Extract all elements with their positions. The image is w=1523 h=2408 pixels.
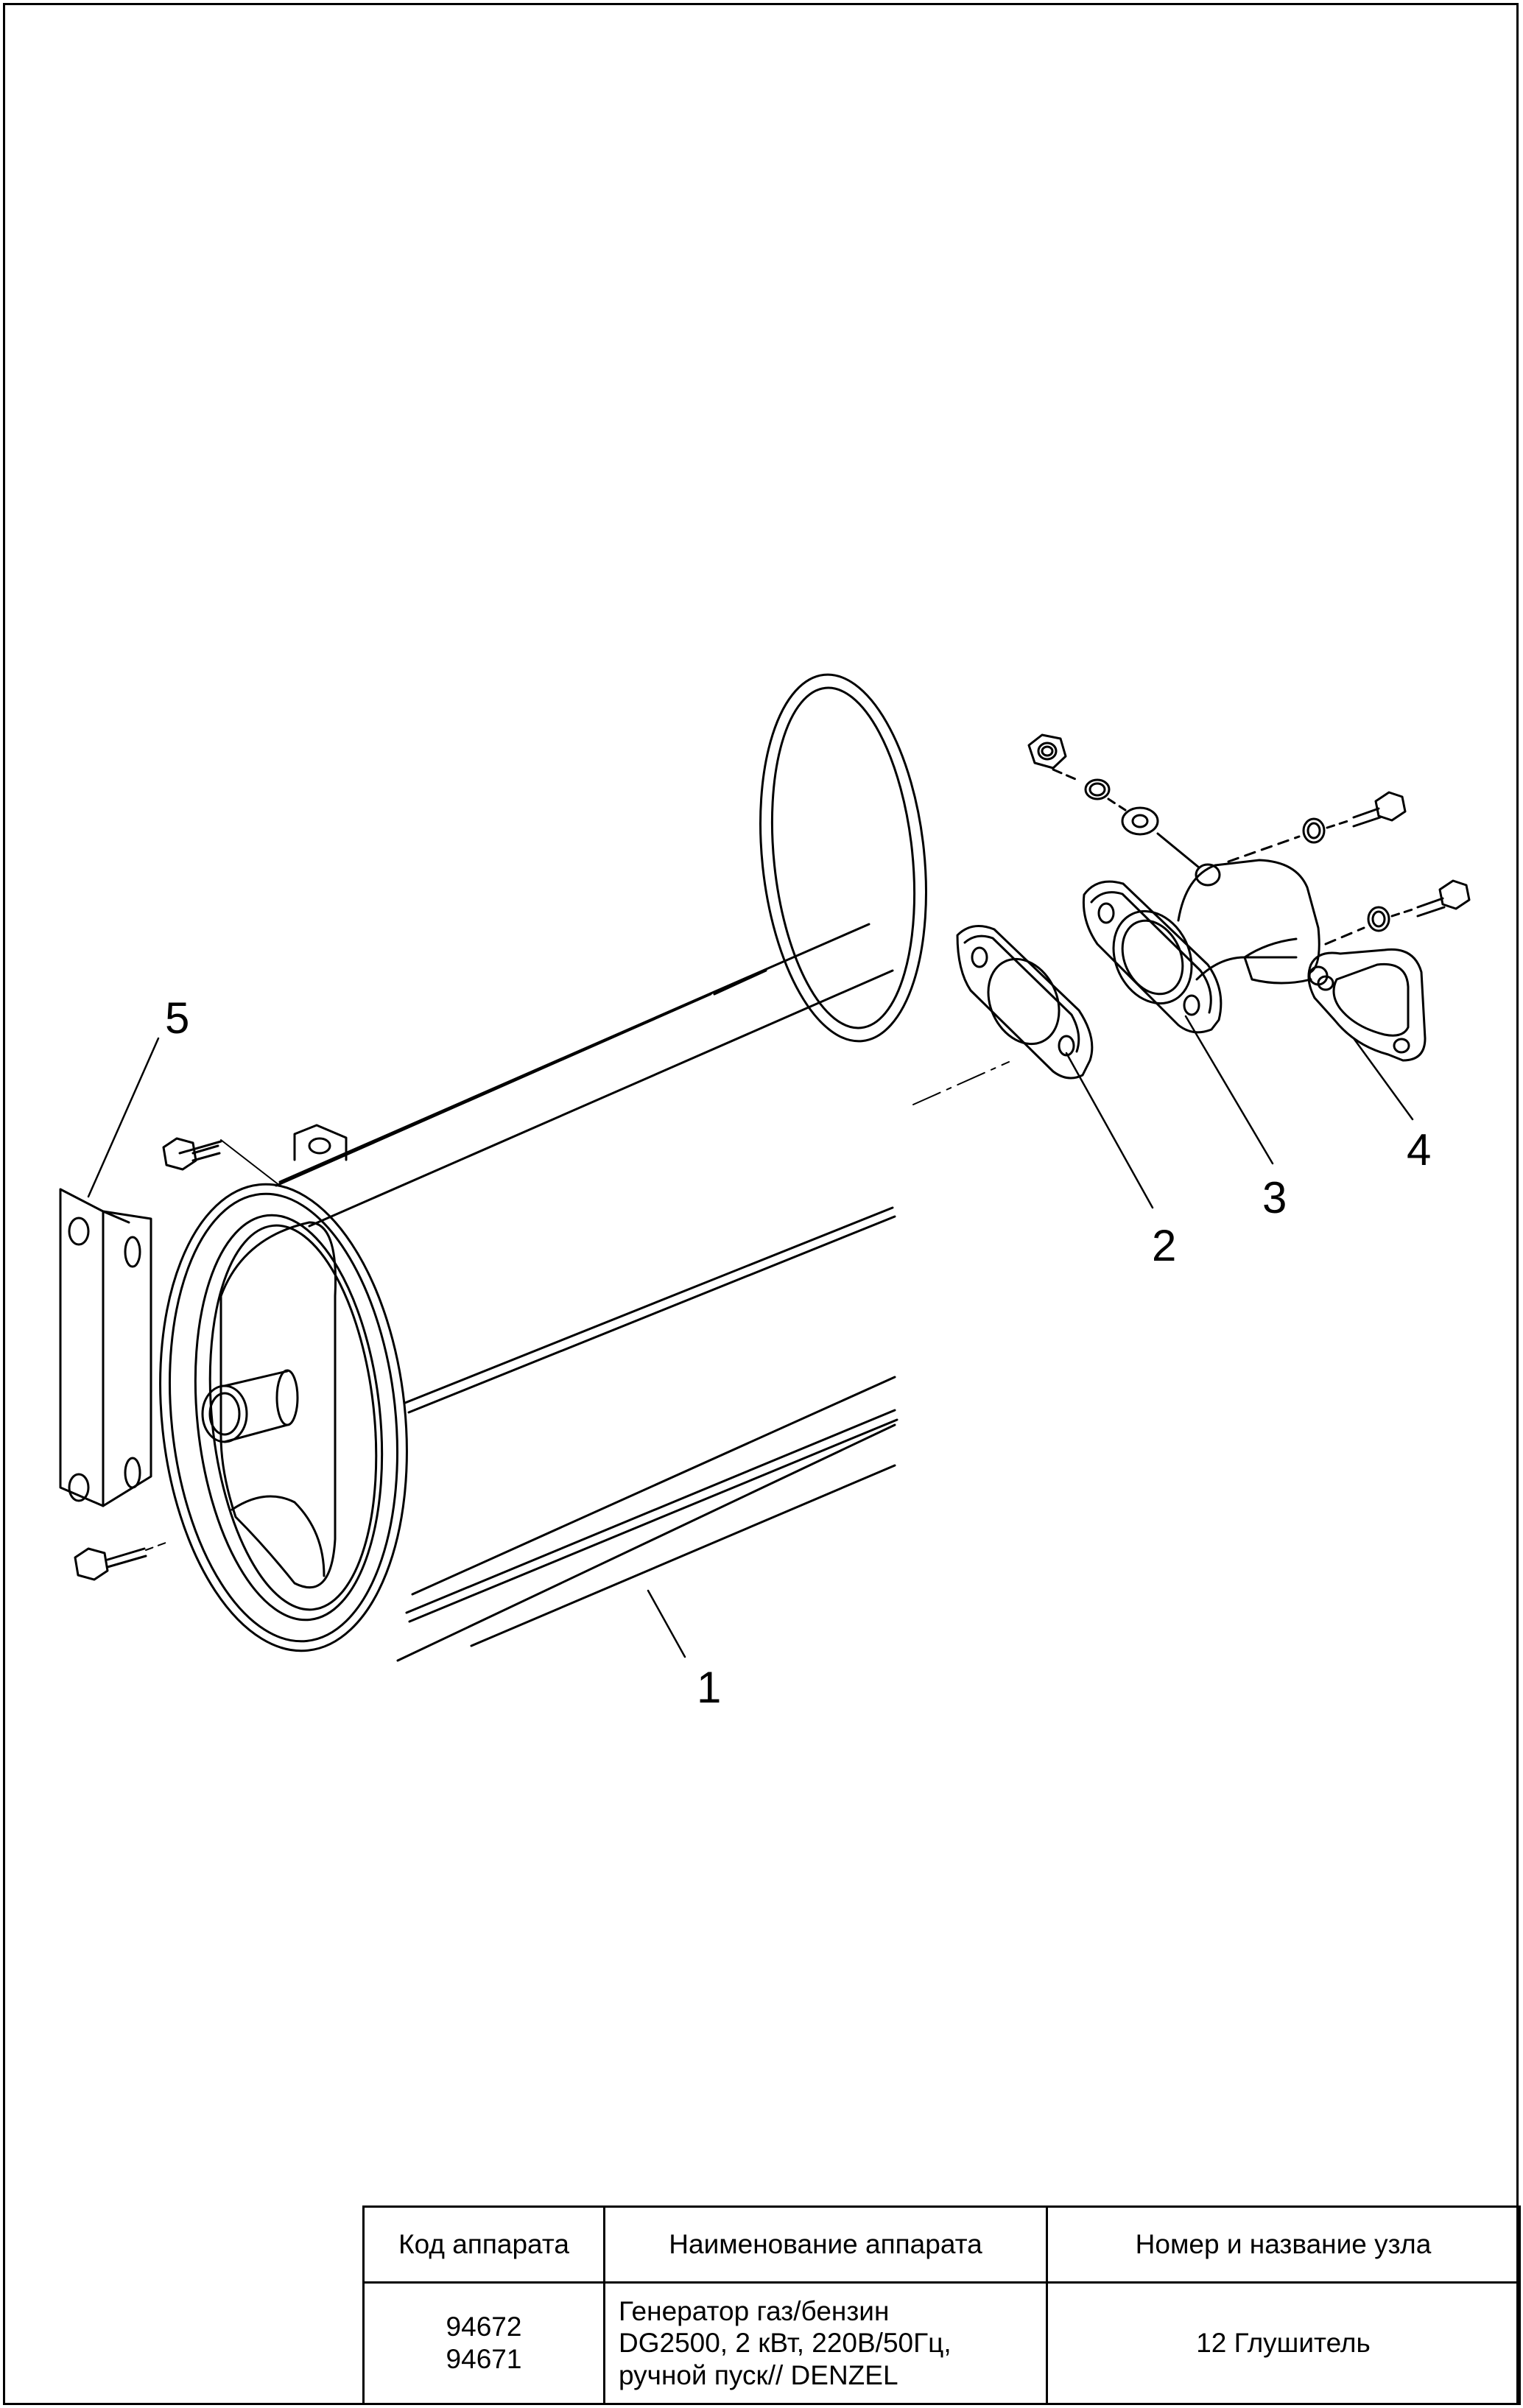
- bracket-bolt-upper: [162, 1137, 222, 1171]
- device-name-line: DG2500, 2 кВт, 220В/50Гц,: [619, 2328, 952, 2359]
- leader-line-5: [87, 1037, 160, 1198]
- header-code: Код аппарата: [362, 2205, 605, 2284]
- callout-4: 4: [1407, 1125, 1431, 1175]
- cell-assembly: 12 Глушитель: [1046, 2281, 1521, 2405]
- gasket: [956, 925, 1094, 1080]
- stud-axis-line: [1107, 798, 1127, 812]
- callout-1: 1: [697, 1663, 721, 1712]
- device-name-line: Генератор газ/бензин: [619, 2295, 890, 2326]
- header-assembly: Номер и название узла: [1046, 2205, 1521, 2284]
- bracket: [59, 1188, 152, 1507]
- title-block: Код аппарата Наименование аппарата Номер…: [362, 2205, 1521, 2405]
- bolt-axis-line: [145, 1542, 166, 1551]
- flange-nut: [1027, 733, 1067, 770]
- callout-5: 5: [165, 993, 189, 1043]
- drawing-sheet: [3, 3, 1519, 2405]
- leader-line-2: [1065, 1052, 1154, 1209]
- cell-device-name: Генератор газ/бензин DG2500, 2 кВт, 220В…: [603, 2281, 1048, 2405]
- callout-3: 3: [1262, 1173, 1287, 1222]
- bracket-bolt-lower: [74, 1547, 147, 1581]
- manifold-gasket: [1307, 948, 1427, 1062]
- device-code: 94672: [446, 2312, 522, 2342]
- leader-line-3: [1184, 1015, 1274, 1165]
- device-code: 94671: [446, 2344, 522, 2374]
- exhaust-axis-line: [912, 1061, 1010, 1105]
- stud-axis-line: [1156, 832, 1200, 869]
- device-name-line: ручной пуск// DENZEL: [619, 2359, 898, 2390]
- leader-line-4: [1352, 1037, 1414, 1121]
- elbow-bolt-upper: [1227, 791, 1407, 863]
- spring-washer: [1084, 778, 1111, 800]
- callout-2: 2: [1152, 1221, 1176, 1270]
- exhaust-flange: [1082, 859, 1329, 1034]
- leader-line-1: [647, 1589, 686, 1658]
- muffler-body: [159, 673, 927, 1662]
- cell-codes: 94672 94671: [362, 2281, 605, 2405]
- bolt-axis-line: [220, 1139, 281, 1186]
- stud-axis-line: [1052, 768, 1080, 782]
- header-name: Наименование аппарата: [603, 2205, 1048, 2284]
- flat-washer: [1121, 806, 1159, 836]
- elbow-bolt-lower: [1324, 879, 1471, 946]
